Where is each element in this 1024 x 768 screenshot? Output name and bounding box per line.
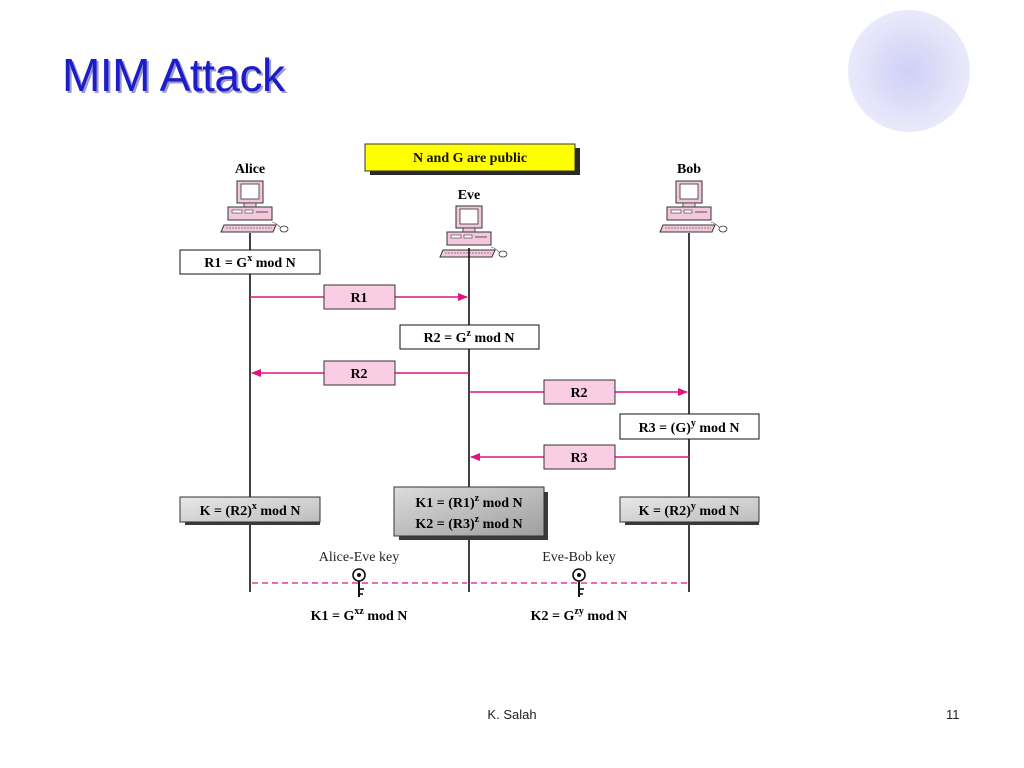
eve-computer-icon: [439, 205, 508, 258]
eve-k2-formula: K2 = (R3)z mod N: [415, 514, 522, 532]
message-r2-to-bob-label: R2: [570, 386, 587, 401]
eve-bob-key-label: Eve-Bob key: [542, 550, 615, 565]
message-r3-label: R3: [570, 451, 587, 466]
alice-key-box: [179, 496, 321, 523]
bob-key-box: [619, 496, 760, 523]
r1-definition: R1 = Gx mod N: [204, 253, 296, 271]
message-r2-to-alice-label: R2: [350, 367, 367, 382]
r2-definition: R2 = Gz mod N: [424, 328, 515, 346]
alice-label: Alice: [235, 162, 265, 177]
decorative-circle: [848, 10, 970, 132]
bob-key-formula: K = (R2)y mod N: [639, 501, 740, 519]
k2-final-formula: K2 = Gzy mod N: [531, 606, 628, 624]
public-banner-text: N and G are public: [413, 151, 527, 166]
r3-definition-box: [619, 413, 760, 440]
r2-definition-box: [399, 324, 540, 350]
message-r1-box: [323, 284, 396, 310]
eve-k1-formula: K1 = (R1)z mod N: [415, 493, 522, 511]
slide-title: MIM Attack: [62, 49, 285, 101]
bob-label: Bob: [677, 162, 701, 177]
eve-label: Eve: [458, 188, 481, 203]
message-r1-label: R1: [350, 291, 367, 306]
alice-eve-key-label: Alice-Eve key: [319, 550, 399, 565]
r1-definition-box: [179, 249, 321, 275]
alice-key-formula: K = (R2)x mod N: [200, 501, 301, 519]
page-number: 11: [946, 707, 960, 722]
footer-author: K. Salah: [487, 707, 537, 722]
eve-keys-box: [393, 486, 545, 537]
bob-computer-icon: [659, 180, 728, 233]
message-r2-to-alice-box: [323, 360, 396, 386]
k1-final-formula: K1 = Gxz mod N: [311, 606, 408, 624]
alice-computer-icon: [220, 180, 289, 233]
message-r3-box: [543, 444, 616, 470]
r3-definition: R3 = (G)y mod N: [639, 418, 740, 436]
public-banner: [364, 143, 576, 172]
message-r2-to-bob-box: [543, 379, 616, 405]
